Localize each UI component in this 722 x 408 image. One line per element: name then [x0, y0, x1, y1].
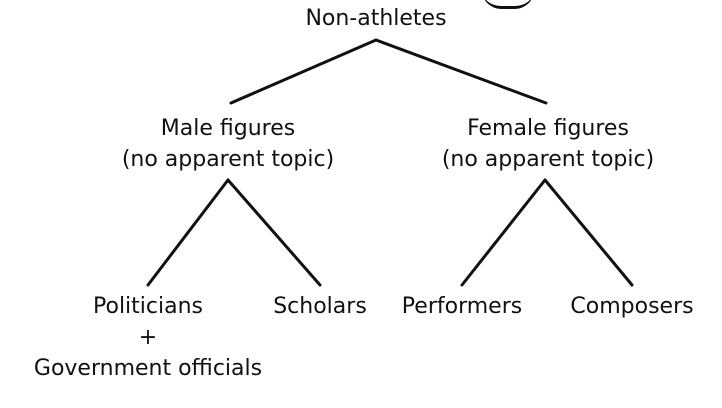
- composers-label: Composers: [570, 294, 694, 319]
- politicians-label: Politicians: [93, 294, 203, 319]
- male-figures-label: Male figures: [160, 116, 296, 141]
- edge-root-to-female: [374, 38, 548, 105]
- edge-female-to-composers: [543, 178, 634, 287]
- scholars-node: Scholars: [273, 291, 367, 322]
- scholars-label: Scholars: [273, 294, 367, 319]
- edge-male-to-scholars: [226, 178, 322, 287]
- female-figures-label: Female figures: [467, 116, 629, 141]
- cropped-top-shape: [482, 0, 534, 9]
- plus-label: +: [138, 325, 158, 350]
- root-node: Non-athletes: [305, 3, 446, 34]
- government-officials-label: Government officials: [33, 356, 263, 381]
- female-figures-sublabel: (no apparent topic): [441, 147, 655, 172]
- performers-label: Performers: [401, 294, 523, 319]
- performers-node: Performers: [402, 291, 522, 322]
- edge-male-to-politicians: [146, 178, 230, 287]
- male-figures-node: Male figures (no apparent topic): [122, 113, 334, 175]
- edge-root-to-male: [229, 38, 378, 105]
- composers-node: Composers: [570, 291, 693, 322]
- edge-female-to-performers: [460, 178, 547, 287]
- root-label: Non-athletes: [305, 6, 447, 31]
- politicians-node: Politicians + Government officials: [34, 291, 262, 384]
- female-figures-node: Female figures (no apparent topic): [442, 113, 654, 175]
- male-figures-sublabel: (no apparent topic): [121, 147, 335, 172]
